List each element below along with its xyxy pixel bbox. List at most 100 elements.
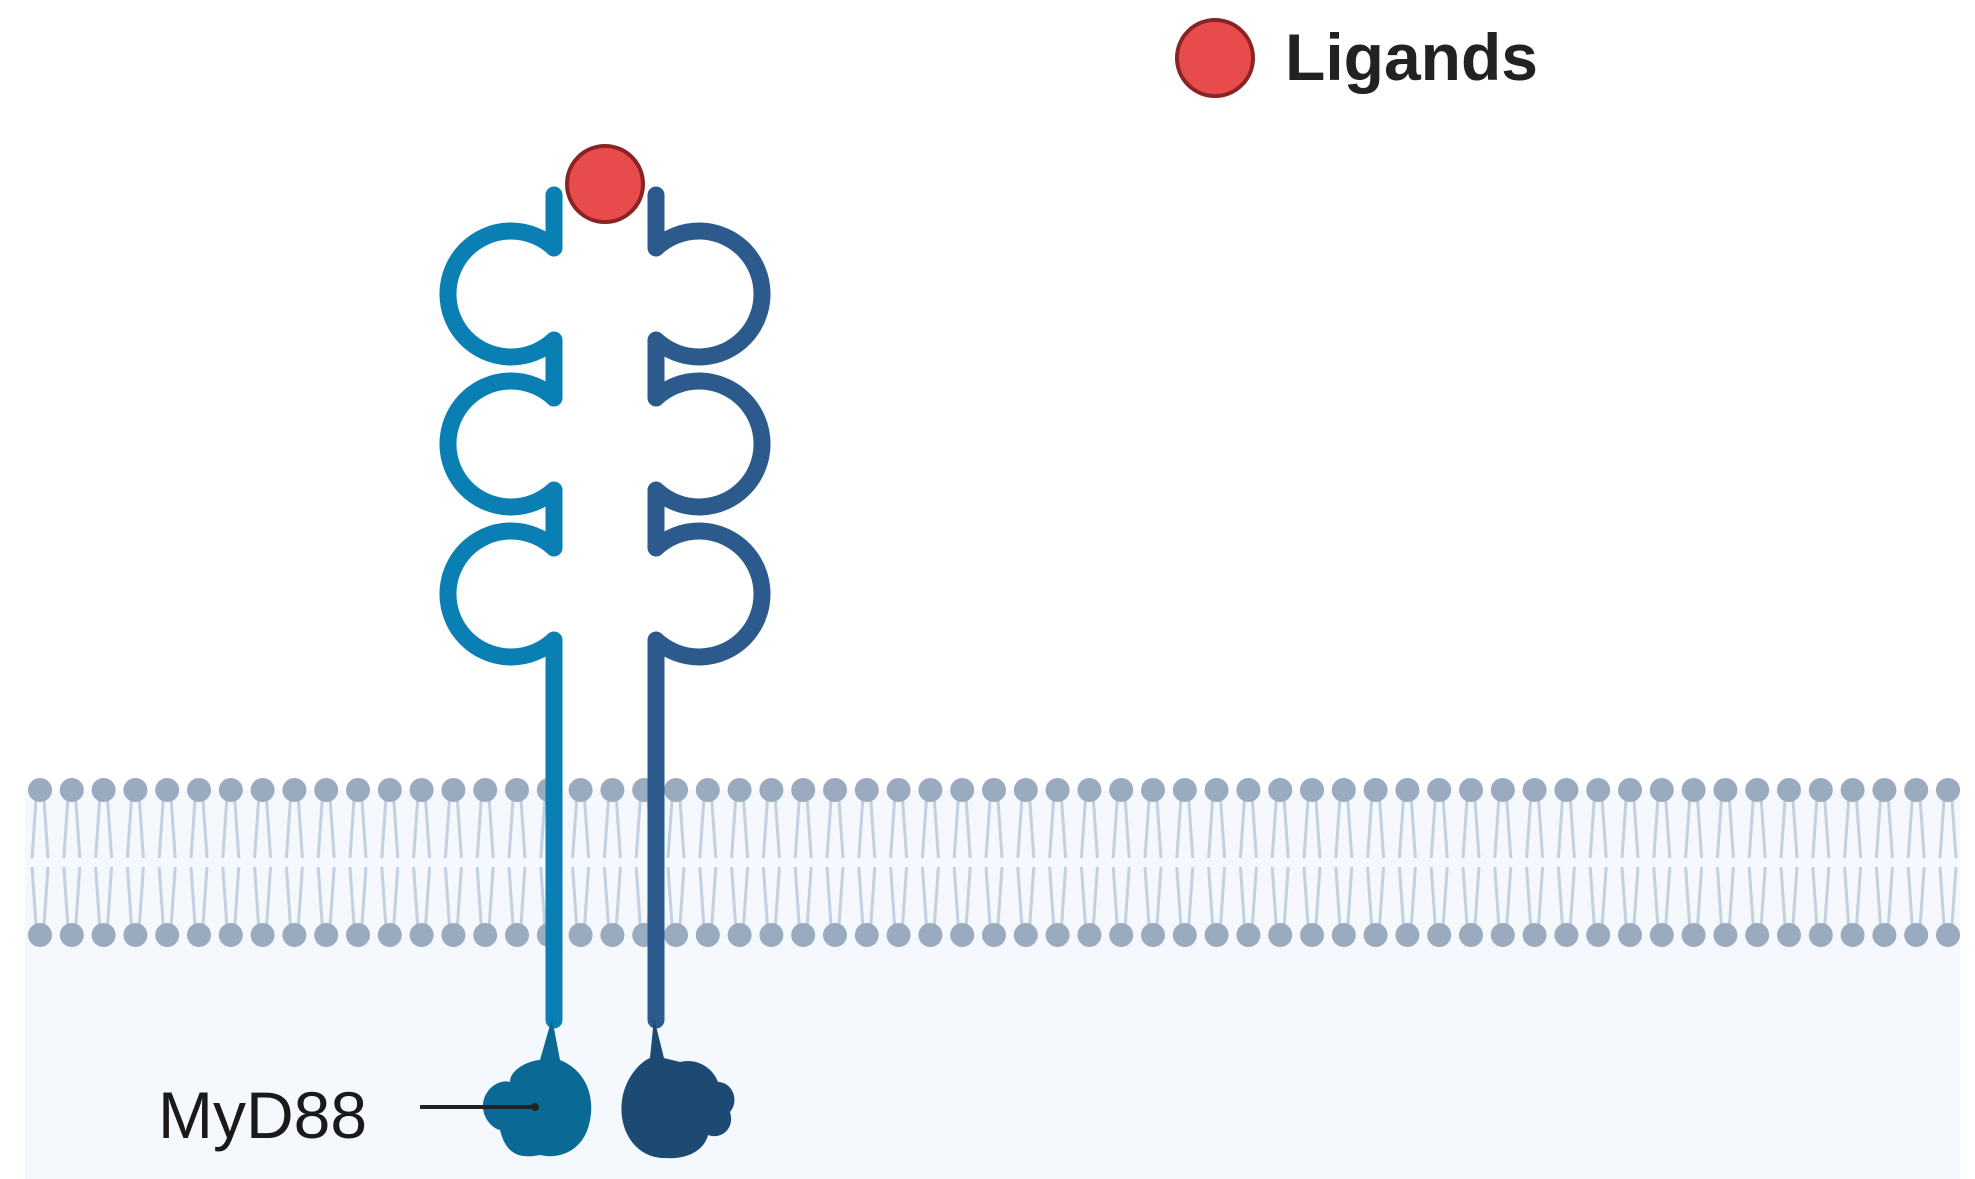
membrane-lipid-head [1713, 923, 1738, 947]
membrane-lipid-tail [1250, 866, 1258, 926]
membrane-lipid-tail [1791, 799, 1799, 859]
membrane-lipid-tail [1664, 866, 1672, 926]
membrane-lipid-head [600, 923, 625, 947]
membrane-lipid-tail [837, 866, 845, 926]
membrane-lipid-tail [1696, 799, 1704, 859]
membrane-lipid-tail [1207, 799, 1215, 859]
membrane-lipid-tail [475, 866, 483, 926]
membrane-lipid-tail [710, 799, 718, 859]
membrane-lipid-head [155, 778, 180, 802]
membrane-lipid-tail [1441, 799, 1449, 859]
membrane-lipid-tail [1715, 866, 1723, 926]
membrane-lipid-head [1554, 923, 1579, 947]
membrane-lipid-tail [1843, 866, 1851, 926]
membrane-lipid-tail [583, 866, 591, 926]
membrane-lipid-tail [1556, 866, 1564, 926]
membrane-lipid-tail [221, 799, 229, 859]
membrane-lipid-tail [1568, 866, 1576, 926]
membrane-lipid-head [1109, 923, 1134, 947]
membrane-lipid-tail [1525, 799, 1533, 859]
membrane-lipid-tail [360, 866, 368, 926]
membrane-lipid-head [1490, 923, 1515, 947]
membrane-lipid-tail [106, 799, 114, 859]
membrane-lipid-tail [1747, 799, 1755, 859]
membrane-lipid-head [1172, 778, 1197, 802]
membrane-lipid-tail [730, 866, 738, 926]
membrane-lipid-tail [1270, 866, 1278, 926]
membrane-lipid-tail [1600, 866, 1608, 926]
membrane-lipid-tail [1187, 799, 1195, 859]
membrane-lipid-tail [1938, 866, 1946, 926]
membrane-lipid-tail [614, 799, 622, 859]
membrane-lipid-tail [857, 866, 865, 926]
membrane-lipid-tail [284, 799, 292, 859]
membrane-lipid-tail [137, 799, 145, 859]
membrane-lipid-tail [1473, 866, 1481, 926]
membrane-lipid-head [187, 923, 211, 947]
membrane-lipid-tail [539, 866, 547, 926]
membrane-lipid-tails [30, 799, 1958, 926]
membrane-lipid-head [1109, 778, 1134, 802]
membrane-lipid-tail [137, 866, 145, 926]
membrane-lipid-tail [1207, 866, 1215, 926]
adaptor-label: MyD88 [158, 1078, 367, 1152]
membrane-lipid-head [218, 923, 243, 947]
membrane-lipid-tail [1938, 799, 1946, 859]
membrane-lipid-head [1172, 923, 1197, 947]
membrane-lipid-head [1077, 923, 1102, 947]
membrane-lipid-head [1840, 923, 1865, 947]
membrane-lipid-tail [424, 799, 432, 859]
receptor-chain-b [621, 186, 771, 1159]
membrane-lipid-tail [424, 866, 432, 926]
membrane-lipid-tail [455, 799, 463, 859]
membrane-lipid-head [1872, 778, 1897, 802]
membrane-lipid-tail [761, 799, 769, 859]
membrane-lipid-tail [932, 866, 940, 926]
membrane-lipid-tail [328, 799, 336, 859]
membrane-lipid-tail [1747, 866, 1755, 926]
membrane-lipid-tail [1727, 799, 1735, 859]
membrane-lipid-head [409, 778, 434, 802]
membrane-lipid-tail [392, 799, 400, 859]
membrane-lipid-tail [1588, 866, 1596, 926]
membrane-lipid-head [1427, 778, 1452, 802]
membrane-lipid-head [854, 923, 879, 947]
membrane-lipid-head [314, 923, 339, 947]
membrane-lipid-head [982, 778, 1006, 802]
membrane-lipid-head [314, 778, 339, 802]
membrane-lipid-tail [1409, 799, 1417, 859]
membrane-lipid-tail [964, 866, 972, 926]
membrane-lipid-head [250, 778, 275, 802]
membrane-lipid-tail [94, 866, 102, 926]
membrane-lipid-tail [1123, 866, 1131, 926]
membrane-lipid-tail [1886, 866, 1894, 926]
membrane-lipid-tail [1493, 799, 1501, 859]
membrane-lipid-head [759, 778, 784, 802]
membrane-lipid-head [1904, 923, 1929, 947]
membrane-lipid-tail [1016, 799, 1024, 859]
membrane-lipid-head [695, 923, 720, 947]
membrane-lipid-head [377, 923, 402, 947]
membrane-lipid-head [1777, 778, 1801, 802]
cell-membrane [28, 778, 1960, 947]
membrane-lipid-tail [1028, 866, 1036, 926]
membrane-lipid-head [1459, 923, 1483, 947]
membrane-lipid-tail [1397, 799, 1405, 859]
membrane-lipid-tail [157, 799, 165, 859]
membrane-lipid-head [1618, 923, 1642, 947]
membrane-lipid-tail [30, 866, 38, 926]
membrane-lipid-tail [773, 799, 781, 859]
membrane-lipid-tail [1048, 866, 1056, 926]
membrane-lipid-tail [1250, 799, 1258, 859]
membrane-lipid-head [28, 923, 52, 947]
membrane-lipid-tail [380, 799, 388, 859]
membrane-lipid-tail [1441, 866, 1449, 926]
membrane-lipid-tail [742, 866, 750, 926]
membrane-lipid-head [59, 778, 84, 802]
membrane-lipid-tail [1823, 866, 1831, 926]
membrane-lipid-head [1681, 778, 1706, 802]
membrane-lipid-tail [805, 799, 813, 859]
membrane-lipid-heads [28, 778, 1960, 947]
membrane-lipid-head [59, 923, 84, 947]
